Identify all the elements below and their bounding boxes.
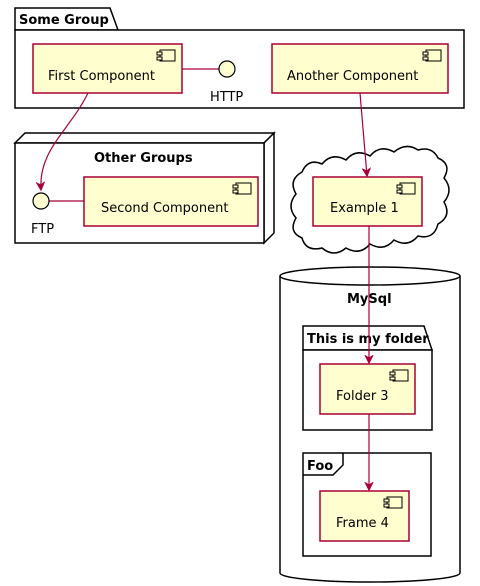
component-icon [422,49,442,62]
component-icon [389,369,409,382]
component-folder3-label: Folder 3 [336,389,389,404]
node-other-groups-top [13,132,276,144]
component-frame4[interactable]: Frame 4 [319,490,410,542]
component-second[interactable]: Second Component [83,176,259,227]
component-example1-label: Example 1 [330,201,399,216]
component-second-label: Second Component [101,201,228,216]
arrow-first-to-ftp [41,92,89,190]
interface-http[interactable]: HTTP [182,60,243,105]
component-another[interactable]: Another Component [271,43,449,94]
component-icon [383,496,403,509]
interface-ftp[interactable]: FTP [31,192,84,237]
package-some-group-label: Some Group [19,13,109,28]
component-example1[interactable]: Example 1 [312,176,423,227]
interface-ftp-label: FTP [31,222,54,237]
component-icon [396,182,416,195]
interface-http-circle [218,60,236,78]
component-icon [156,49,176,62]
interface-http-label: HTTP [210,90,243,105]
frame-foo-tab [303,453,344,476]
node-other-groups-side [263,131,275,245]
component-folder3[interactable]: Folder 3 [319,363,416,415]
frame-foo-label: Foo [307,459,333,474]
component-first-label: First Component [48,69,155,84]
component-icon [232,182,252,195]
component-first[interactable]: First Component [32,43,183,94]
folder-my-folder-label: This is my folder [307,332,429,347]
component-frame4-label: Frame 4 [336,516,389,531]
interface-ftp-circle [32,192,50,210]
arrow-another-to-example1 [359,92,367,176]
database-mysql-top [279,266,461,286]
component-another-label: Another Component [287,69,418,84]
node-other-groups-label: Other Groups [94,151,193,166]
